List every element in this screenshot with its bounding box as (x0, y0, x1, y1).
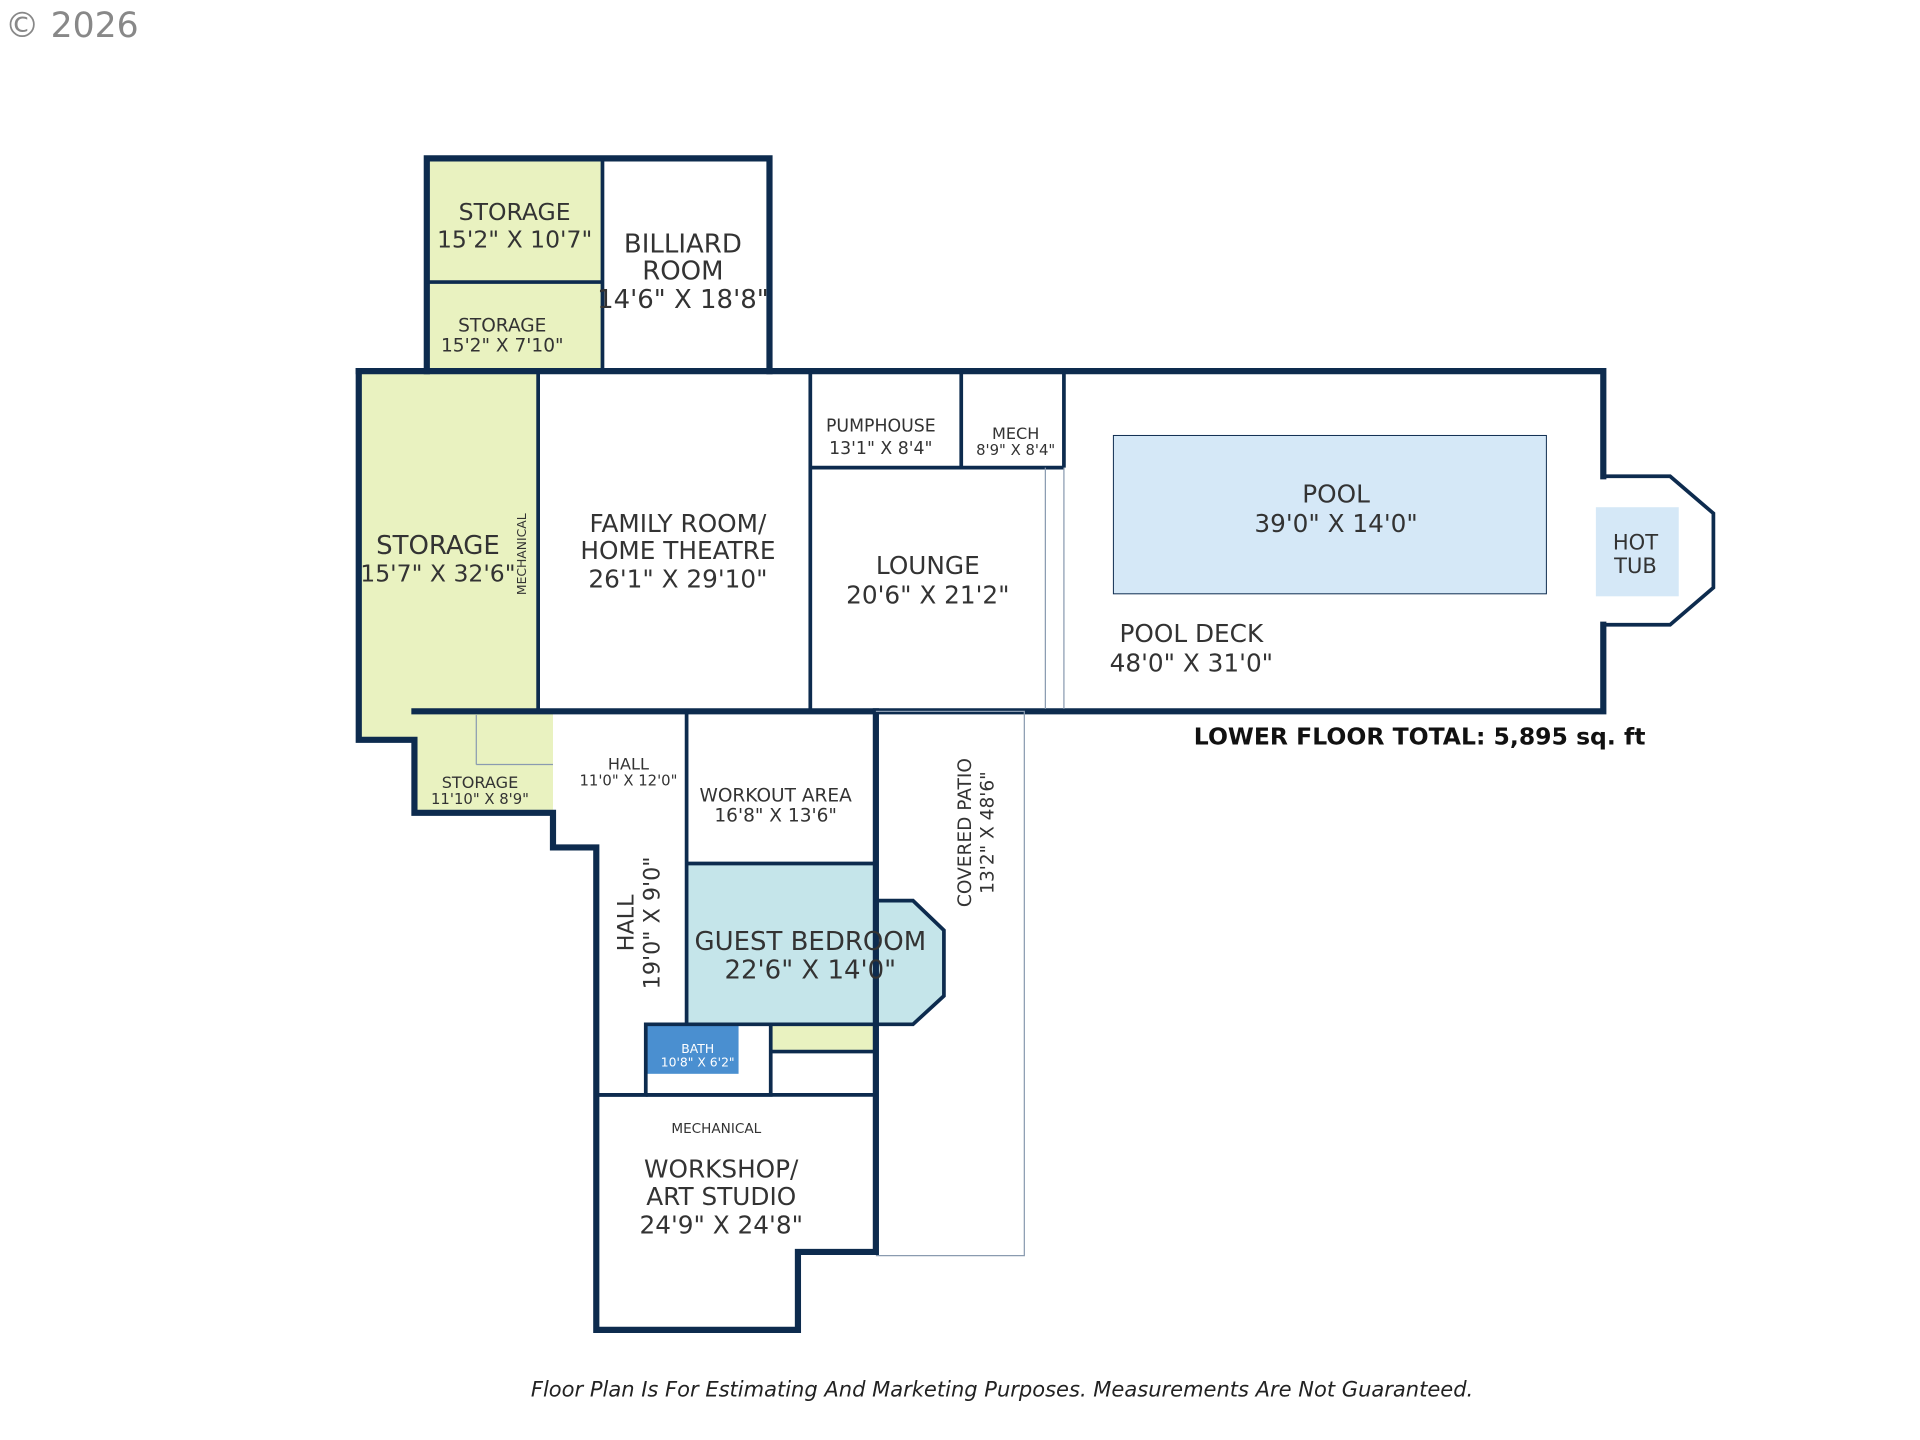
room-name: PUMPHOUSE (826, 417, 936, 437)
walls (355, 155, 1716, 1333)
room-dims: 13'2" X 48'6" (977, 771, 998, 894)
room-dims: 15'2" X 10'7" (437, 225, 592, 253)
room-dims: 20'6" X 21'2" (846, 581, 1009, 610)
storage-fill (426, 158, 603, 372)
room-name: STORAGE (459, 198, 571, 226)
room-dims: 19'0" X 9'0" (639, 856, 665, 989)
room-dims: 13'1" X 8'4" (829, 439, 932, 459)
room-name: HOT (1613, 529, 1658, 554)
closet-fill (770, 1024, 876, 1052)
mechanical-label: MECHANICAL (671, 1121, 761, 1137)
room-dims: 39'0" X 14'0" (1254, 509, 1417, 538)
storage-fill (414, 708, 553, 813)
room-dims: 16'8" X 13'6" (714, 805, 837, 826)
room-dims: 24'9" X 24'8" (640, 1210, 803, 1239)
room-name: HOME THEATRE (580, 536, 775, 565)
copyright: © 2026 (5, 6, 139, 46)
room-name: MECH (992, 424, 1039, 443)
room-name: POOL (1302, 479, 1370, 508)
bath-fill (645, 1024, 739, 1074)
room-dims: 26'1" X 29'10" (588, 565, 767, 594)
room-name: LOUNGE (876, 551, 980, 580)
storage-fill (358, 371, 539, 740)
room-name: STORAGE (458, 316, 546, 337)
room-name: GUEST BEDROOM (694, 927, 926, 957)
room-name: STORAGE (442, 773, 519, 792)
room-name: TUB (1613, 553, 1657, 578)
room-name: WORKOUT AREA (699, 786, 852, 807)
room-name: STORAGE (376, 531, 500, 561)
room-name: WORKSHOP/ (644, 1155, 799, 1184)
room-name: POOL DECK (1120, 619, 1264, 648)
room-name: FAMILY ROOM/ (590, 509, 767, 538)
room-dims: 10'8" X 6'2" (661, 1055, 735, 1069)
room-dims: 15'7" X 32'6" (360, 559, 515, 587)
hot-tub (1595, 507, 1679, 597)
room-dims: 8'9" X 8'4" (976, 442, 1055, 459)
room-name: BILLIARD (624, 229, 742, 259)
room-dims: 11'0" X 12'0" (579, 773, 677, 790)
room-name: BATH (681, 1042, 714, 1056)
room-name: ROOM (642, 257, 723, 287)
floor-total: LOWER FLOOR TOTAL: 5,895 sq. ft (1194, 723, 1646, 751)
disclaimer: Floor Plan Is For Estimating And Marketi… (531, 1377, 1473, 1402)
mechanical-label: MECHANICAL (515, 513, 529, 595)
guest-bedroom-fill (686, 863, 944, 1025)
room-dims: 14'6" X 18'8" (597, 285, 769, 315)
room-dims: 11'10" X 8'9" (431, 791, 529, 808)
room-dims: 48'0" X 31'0" (1110, 649, 1273, 678)
room-name: HALL (608, 754, 649, 773)
room-name: HALL (613, 894, 639, 951)
pool (1112, 434, 1547, 595)
room-name: ART STUDIO (646, 1182, 796, 1211)
room-dims: 22'6" X 14'0" (725, 956, 897, 986)
room-dims: 15'2" X 7'10" (441, 335, 564, 356)
room-name: COVERED PATIO (955, 758, 976, 907)
